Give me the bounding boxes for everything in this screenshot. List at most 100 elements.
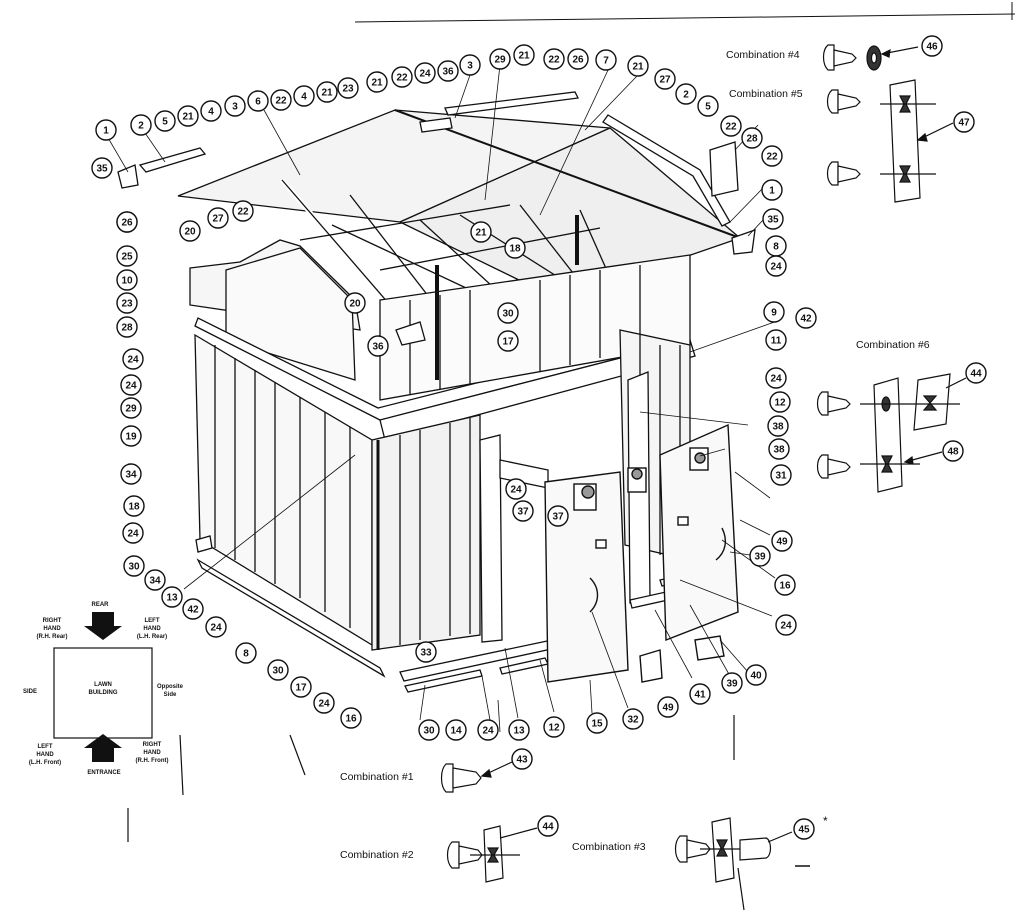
combination-label: Combination #4 <box>726 49 800 61</box>
orientation-lh-front-line: LEFT <box>38 744 53 750</box>
callout-number: 33 <box>420 648 432 659</box>
part-asterisk: * <box>823 814 828 828</box>
leader-line <box>263 109 301 176</box>
callout-number: 21 <box>321 88 333 99</box>
callout-circle <box>177 105 199 127</box>
purlin <box>299 204 511 241</box>
callout-circle <box>749 545 771 567</box>
callout-number: 42 <box>187 605 199 616</box>
roof-corner-cap-left <box>117 164 139 189</box>
arrow-head <box>480 768 492 778</box>
callout-circle <box>622 708 644 730</box>
callout-circle <box>414 62 436 84</box>
callout-circle <box>795 307 817 329</box>
callout-circle <box>689 683 711 705</box>
callout-circle <box>745 664 767 686</box>
callout-circle <box>741 127 763 149</box>
callout-number: 12 <box>774 398 786 409</box>
leader-line <box>539 67 610 216</box>
scan-mark <box>354 13 1016 23</box>
callout-circle <box>207 207 229 229</box>
callout-number: 16 <box>779 581 791 592</box>
combination-arrow <box>767 831 793 843</box>
door-stop <box>595 539 607 549</box>
callout-circle <box>91 157 113 179</box>
callout-circle <box>504 237 526 259</box>
callout-circle <box>586 712 608 734</box>
callout-number: 13 <box>166 593 178 604</box>
callout-circle <box>437 60 459 82</box>
screw-head <box>822 44 835 71</box>
callout-number: 4 <box>301 92 307 103</box>
roof-corner-cap-right <box>731 229 756 255</box>
orientation-rh-rear-line: (R.H. Rear) <box>36 634 67 640</box>
callout-number: 44 <box>970 369 982 380</box>
callout-number: 17 <box>502 337 514 348</box>
callout-number: 38 <box>772 422 784 433</box>
callout-number: 22 <box>237 207 249 218</box>
callout-number: 7 <box>603 56 609 67</box>
callout-number: 39 <box>754 552 766 563</box>
callout-circle <box>154 110 176 132</box>
screw-head <box>826 89 839 114</box>
callout-circle <box>120 374 142 396</box>
gable-vent-right <box>709 141 739 197</box>
orientation-center-line: LAWN <box>94 682 112 688</box>
door-roller <box>631 468 643 480</box>
callout-circle <box>418 719 440 741</box>
leader-line <box>719 639 749 673</box>
combination-3-group <box>674 817 793 883</box>
callout-circle <box>120 463 142 485</box>
leader-line <box>654 609 693 679</box>
callout-circle <box>337 77 359 99</box>
callout-number: 22 <box>548 55 560 66</box>
callout-number: 18 <box>128 502 140 513</box>
callout-number: 31 <box>775 471 787 482</box>
callout-circle <box>391 66 413 88</box>
roof-ridge <box>394 109 741 239</box>
leader-line <box>454 74 471 119</box>
callout-number: 20 <box>349 299 361 310</box>
callout-circle <box>765 367 787 389</box>
callout-circle <box>477 719 499 741</box>
callout-number: 11 <box>771 336 782 347</box>
callout-circle <box>415 641 437 663</box>
screw-shank <box>452 767 482 789</box>
callout-circle <box>720 115 742 137</box>
callout-circle <box>366 71 388 93</box>
door-guide <box>694 635 725 661</box>
callout-number: 24 <box>482 726 494 737</box>
callout-circle <box>116 292 138 314</box>
side-wall-left <box>194 333 373 647</box>
callout-circle <box>116 211 138 233</box>
callout-circle <box>921 35 943 57</box>
callout-circle <box>761 145 783 167</box>
door-latch <box>639 649 663 683</box>
callout-circle <box>769 391 791 413</box>
callout-circle <box>761 179 783 201</box>
callout-circle <box>774 574 796 596</box>
callout-number: 21 <box>632 62 644 73</box>
callout-circle <box>763 301 785 323</box>
callout-circle <box>247 90 269 112</box>
orientation-rh-front-line: (R.H. Front) <box>136 758 169 764</box>
orientation-diagram: REAR RIGHT HAND (R.H. Rear) LEFT HAND (L… <box>23 602 184 776</box>
callout-circle <box>770 464 792 486</box>
combination-arrow <box>945 377 967 389</box>
callout-number: 9 <box>771 308 777 319</box>
callout-circle <box>122 522 144 544</box>
gusset-plate <box>395 321 426 346</box>
callout-number: 49 <box>776 537 788 548</box>
callout-circle <box>765 329 787 351</box>
washer-hole <box>870 52 878 64</box>
callout-number: 37 <box>517 507 529 518</box>
mounting-strip <box>889 79 921 203</box>
callout-number: 27 <box>212 214 224 225</box>
callout-number: 38 <box>773 445 785 456</box>
arrow-head <box>916 132 928 142</box>
callout-circle <box>144 569 166 591</box>
scan-mark <box>737 867 745 911</box>
screw-shank <box>837 165 861 183</box>
